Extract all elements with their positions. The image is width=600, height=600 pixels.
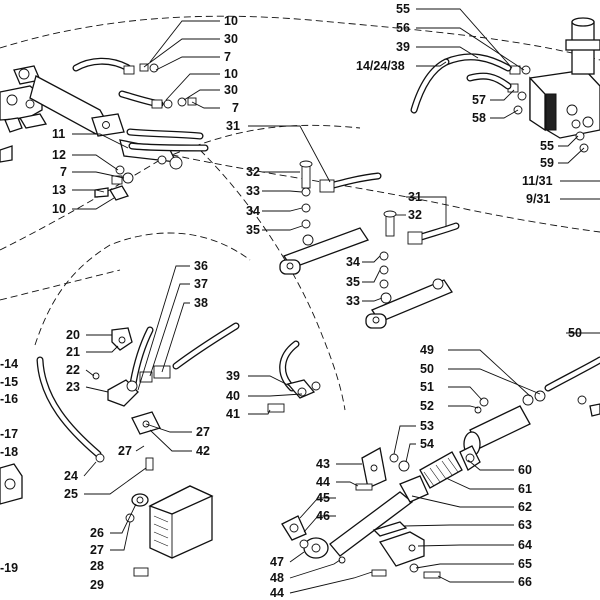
- part-label-32: 32: [246, 165, 260, 179]
- left-edge-bracket: [0, 463, 23, 505]
- part-label-30: 30: [224, 32, 238, 46]
- part-label-62: 62: [518, 500, 532, 514]
- part-label-47: 47: [270, 555, 284, 569]
- part-label-31: 31: [226, 119, 240, 133]
- part-label-55: 55: [540, 139, 554, 153]
- left-middle-fittings: [92, 327, 171, 471]
- part-label-50: 50: [420, 362, 434, 376]
- hydraulic-pump: [125, 485, 214, 577]
- part-label-29: 29: [90, 578, 104, 592]
- part-label-48: 48: [270, 571, 284, 585]
- part-label-63: 63: [518, 518, 532, 532]
- part-label-27: 27: [118, 444, 132, 458]
- part-label-12: 12: [52, 148, 66, 162]
- part-label-30: 30: [224, 83, 238, 97]
- part-label-39: 39: [226, 369, 240, 383]
- lift-cylinder-left: [279, 160, 369, 275]
- part-label-33: 33: [246, 184, 260, 198]
- part-label-34: 34: [246, 204, 260, 218]
- part-label-42: 42: [196, 444, 210, 458]
- part-label-22: 22: [66, 363, 80, 377]
- part-label-20: 20: [66, 328, 80, 342]
- part-label-27: 27: [90, 543, 104, 557]
- lift-cylinder-right: [365, 210, 453, 329]
- part-label-28: 28: [90, 559, 104, 573]
- part-label-38: 38: [194, 296, 208, 310]
- part-label-35: 35: [346, 275, 360, 289]
- routing-dashed-lines: [0, 15, 600, 411]
- top-right-control-valve: [507, 17, 600, 153]
- part-label-54: 54: [420, 437, 434, 451]
- part-label-44: 44: [316, 475, 330, 489]
- part-label-33: 33: [346, 294, 360, 308]
- part-label-66: 66: [518, 575, 532, 589]
- part-label-14: -14: [0, 357, 18, 371]
- part-label-16: -16: [0, 392, 18, 406]
- part-label-27: 27: [196, 425, 210, 439]
- part-label-15: -15: [0, 375, 18, 389]
- part-label-14-24-38: 14/24/38: [356, 59, 405, 73]
- part-label-45: 45: [316, 491, 330, 505]
- part-label-51: 51: [420, 380, 434, 394]
- part-label-43: 43: [316, 457, 330, 471]
- top-left-fittings: [94, 63, 197, 201]
- part-label-64: 64: [518, 538, 532, 552]
- part-label-24: 24: [64, 469, 78, 483]
- part-label-49: 49: [420, 343, 434, 357]
- part-label-32: 32: [408, 208, 422, 222]
- top-right-hoses: [410, 53, 512, 114]
- part-label-10: 10: [224, 14, 238, 28]
- part-label-59: 59: [540, 156, 554, 170]
- part-label-39: 39: [396, 40, 410, 54]
- part-label-53: 53: [420, 419, 434, 433]
- part-label-50: 50: [568, 326, 582, 340]
- part-label-31: 31: [408, 190, 422, 204]
- part-label-61: 61: [518, 482, 532, 496]
- leader-lines: [72, 8, 600, 594]
- part-label-60: 60: [518, 463, 532, 477]
- top-left-hoses: [72, 57, 209, 152]
- part-label-18: -18: [0, 445, 18, 459]
- part-label-58: 58: [472, 111, 486, 125]
- part-label-9-31: 9/31: [526, 192, 550, 206]
- part-label-37: 37: [194, 277, 208, 291]
- part-label-10: 10: [224, 67, 238, 81]
- central-hoses: [36, 172, 460, 458]
- part-label-56: 56: [396, 21, 410, 35]
- part-label-35: 35: [246, 223, 260, 237]
- top-left-valve-assembly: [0, 65, 183, 170]
- part-label-57: 57: [472, 93, 486, 107]
- part-number-labels: 10 30 7 10 30 7 31 11 12 7 13 10 55 56 3…: [0, 2, 582, 600]
- part-label-7: 7: [60, 165, 67, 179]
- part-label-52: 52: [420, 399, 434, 413]
- part-label-26: 26: [90, 526, 104, 540]
- part-label-19: -19: [0, 561, 18, 575]
- part-label-25: 25: [64, 487, 78, 501]
- part-label-55: 55: [396, 2, 410, 16]
- part-label-21: 21: [66, 345, 80, 359]
- part-label-65: 65: [518, 557, 532, 571]
- part-label-34: 34: [346, 255, 360, 269]
- part-label-17: -17: [0, 427, 18, 441]
- part-label-11: 11: [52, 127, 65, 141]
- part-label-13: 13: [52, 183, 66, 197]
- part-label-41: 41: [226, 407, 240, 421]
- part-label-10: 10: [52, 202, 66, 216]
- part-label-40: 40: [226, 389, 240, 403]
- part-label-7: 7: [232, 101, 239, 115]
- part-label-7: 7: [224, 50, 231, 64]
- part-label-11-31: 11/31: [522, 174, 553, 188]
- part-label-36: 36: [194, 259, 208, 273]
- part-label-23: 23: [66, 380, 80, 394]
- part-label-46: 46: [316, 509, 330, 523]
- bottom-right-steering-assembly: [281, 356, 600, 579]
- part-label-44: 44: [270, 586, 284, 600]
